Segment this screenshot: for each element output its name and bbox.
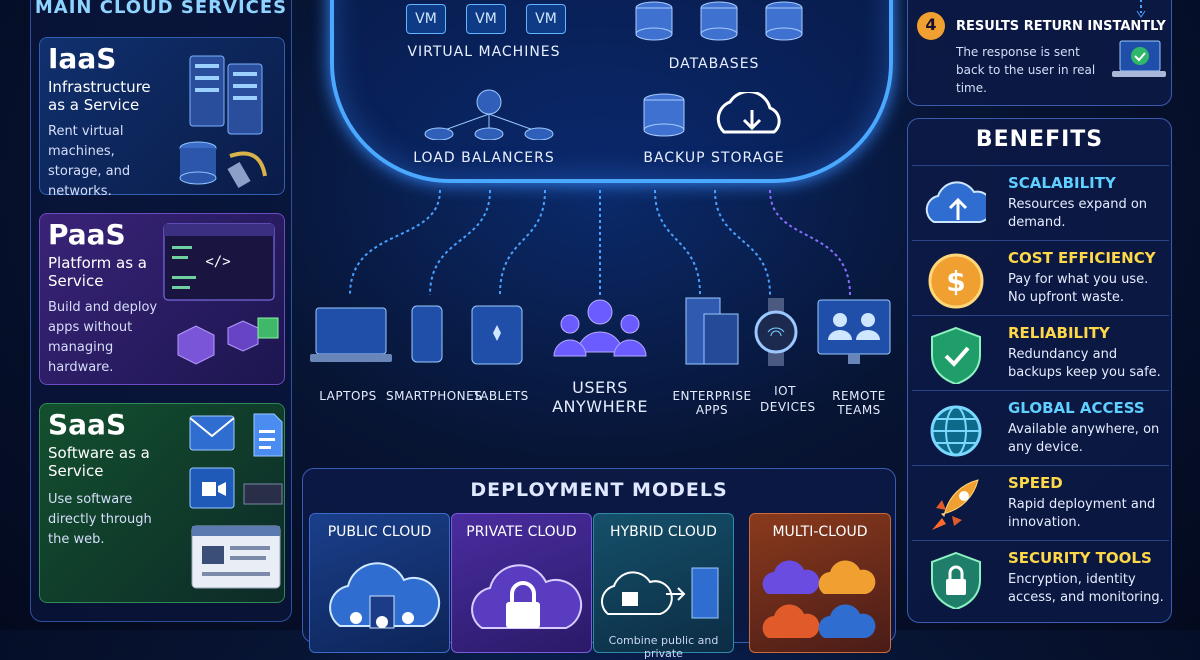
benefits-title: BENEFITS xyxy=(975,127,1104,152)
remote-teams-icon xyxy=(817,299,891,364)
step-number-badge xyxy=(917,12,945,40)
backup-storage-icon xyxy=(643,92,781,137)
smartphone-icon xyxy=(411,305,443,363)
step-title: RESULTS RETURN INSTANTLY xyxy=(956,19,1166,34)
enterprise-building-icon xyxy=(685,297,739,365)
load-balancers-label: LOAD BALANCERS xyxy=(413,150,555,166)
benefit-reliability: RELIABILITY Redundancy and backups keep … xyxy=(912,315,1169,388)
vm-box: VM xyxy=(406,4,446,34)
shield-check-icon xyxy=(931,326,981,384)
benefit-description: Resources expand on demand. xyxy=(1008,197,1148,230)
server-rack-icon xyxy=(179,55,267,189)
hybrid-cloud-caption: Combine public and private xyxy=(608,634,719,660)
load-balancer-icon xyxy=(424,89,554,140)
benefit-description: Available anywhere, on any device. xyxy=(1008,422,1160,455)
benefit-scalability: SCALABILITY Resources expand on demand. xyxy=(912,165,1169,238)
deployment-title: DEPLOYMENT MODELS xyxy=(470,479,728,501)
benefit-title: SPEED xyxy=(1008,474,1063,492)
cloud-infrastructure: VM VM VM VIRTUAL MACHINES DATABASES LOAD… xyxy=(330,0,893,183)
svg-text:$: $ xyxy=(946,265,965,298)
results-return-panel: 4 RESULTS RETURN INSTANTLY The response … xyxy=(907,0,1172,106)
benefit-title: COST EFFICIENCY xyxy=(1008,249,1156,267)
service-description: Rent virtual machines, storage, and netw… xyxy=(48,124,131,199)
web-apps-icon xyxy=(189,413,283,589)
deployment-label: MULTI-CLOUD xyxy=(772,524,868,540)
benefit-description: Encryption, identity access, and monitor… xyxy=(1008,572,1164,605)
service-abbr: PaaS xyxy=(48,218,126,251)
globe-icon xyxy=(930,405,982,457)
benefit-description: Redundancy and backups keep you safe. xyxy=(1008,347,1161,380)
benefit-title: RELIABILITY xyxy=(1008,324,1110,342)
rocket-icon xyxy=(932,479,979,530)
device-label: REMOTE TEAMS xyxy=(832,389,886,417)
service-full-name: Infrastructure as a Service xyxy=(48,78,151,114)
service-description: Use software directly through the web. xyxy=(48,492,152,547)
return-arrow xyxy=(1136,0,1146,18)
users-icon xyxy=(553,299,647,357)
svg-text:</>: </> xyxy=(205,254,230,270)
hybrid-cloud-icon xyxy=(601,567,719,619)
dollar-coin-icon: $ xyxy=(928,253,984,309)
multi-cloud-card: MULTI-CLOUD xyxy=(749,513,891,653)
service-paas: PaaS Platform as a Service Build and dep… xyxy=(39,213,285,385)
public-cloud-card: PUBLIC CLOUD xyxy=(309,513,450,653)
shield-lock-icon xyxy=(931,551,981,609)
benefits-panel: BENEFITS SCALABILITY Resources expand on… xyxy=(907,118,1172,623)
deployment-models-panel: DEPLOYMENT MODELS PUBLIC CLOUD PRIVATE C… xyxy=(302,468,896,660)
deployment-label: PUBLIC CLOUD xyxy=(327,524,432,540)
laptop-icon xyxy=(310,307,392,362)
backup-storage-label: BACKUP STORAGE xyxy=(643,150,785,166)
tablet-icon xyxy=(471,305,523,365)
benefit-description: Pay for what you use. No upfront waste. xyxy=(1008,272,1149,305)
service-iaas: IaaS Infrastructure as a Service Rent vi… xyxy=(39,37,285,199)
code-editor-icon: </> xyxy=(163,223,279,365)
deployment-label: PRIVATE CLOUD xyxy=(466,524,577,540)
service-full-name: Platform as a Service xyxy=(48,254,147,290)
deployment-label: HYBRID CLOUD xyxy=(610,524,717,540)
private-cloud-card: PRIVATE CLOUD xyxy=(451,513,592,653)
benefit-title: SCALABILITY xyxy=(1008,174,1116,192)
network-connections xyxy=(349,189,851,295)
cloud-services-title: MAIN CLOUD SERVICES xyxy=(34,0,288,18)
service-saas: SaaS Software as a Service Use software … xyxy=(39,403,285,603)
service-description: Build and deploy apps without managing h… xyxy=(48,300,158,375)
device-label: SMARTPHONES xyxy=(386,389,483,403)
cloud-services-panel: MAIN CLOUD SERVICES IaaS Infrastructure … xyxy=(30,0,292,622)
benefit-title: SECURITY TOOLS xyxy=(1008,549,1152,567)
service-abbr: IaaS xyxy=(48,42,117,75)
device-label: TABLETS xyxy=(473,389,529,403)
databases-label: DATABASES xyxy=(668,56,760,72)
step-number: 4 xyxy=(925,15,937,34)
public-cloud-icon xyxy=(329,562,441,629)
cloud-upload-icon xyxy=(925,181,986,223)
database-cluster-icon xyxy=(635,1,803,41)
multi-cloud-icon xyxy=(762,560,876,638)
device-label: USERS ANYWHERE xyxy=(552,378,648,416)
benefit-speed: SPEED Rapid deployment and innovation. xyxy=(912,465,1169,538)
service-full-name: Software as a Service xyxy=(48,444,150,480)
device-label: LAPTOPS xyxy=(319,389,377,403)
devices-row xyxy=(310,297,891,366)
step-description: The response is sent back to the user in… xyxy=(956,45,1096,95)
private-cloud-icon xyxy=(471,564,583,629)
vm-box: VM xyxy=(526,4,566,34)
benefit-description: Rapid deployment and innovation. xyxy=(1008,497,1156,530)
hybrid-cloud-card: HYBRID CLOUD Combine public and private xyxy=(593,513,734,660)
device-label: ENTERPRISE APPS xyxy=(672,389,752,417)
benefit-title: GLOBAL ACCESS xyxy=(1008,399,1145,417)
service-abbr: SaaS xyxy=(48,408,127,441)
virtual-machines-label: VIRTUAL MACHINES xyxy=(407,44,561,60)
device-label: IOT DEVICES xyxy=(760,384,816,414)
benefit-global-access: GLOBAL ACCESS Available anywhere, on any… xyxy=(912,390,1169,463)
vm-box: VM xyxy=(466,4,506,34)
laptop-check-icon xyxy=(1112,40,1166,77)
benefit-security-tools: SECURITY TOOLS Encryption, identity acce… xyxy=(912,540,1169,613)
iot-watch-icon xyxy=(754,298,798,366)
benefit-cost-efficiency: $ COST EFFICIENCY Pay for what you use. … xyxy=(912,240,1169,313)
